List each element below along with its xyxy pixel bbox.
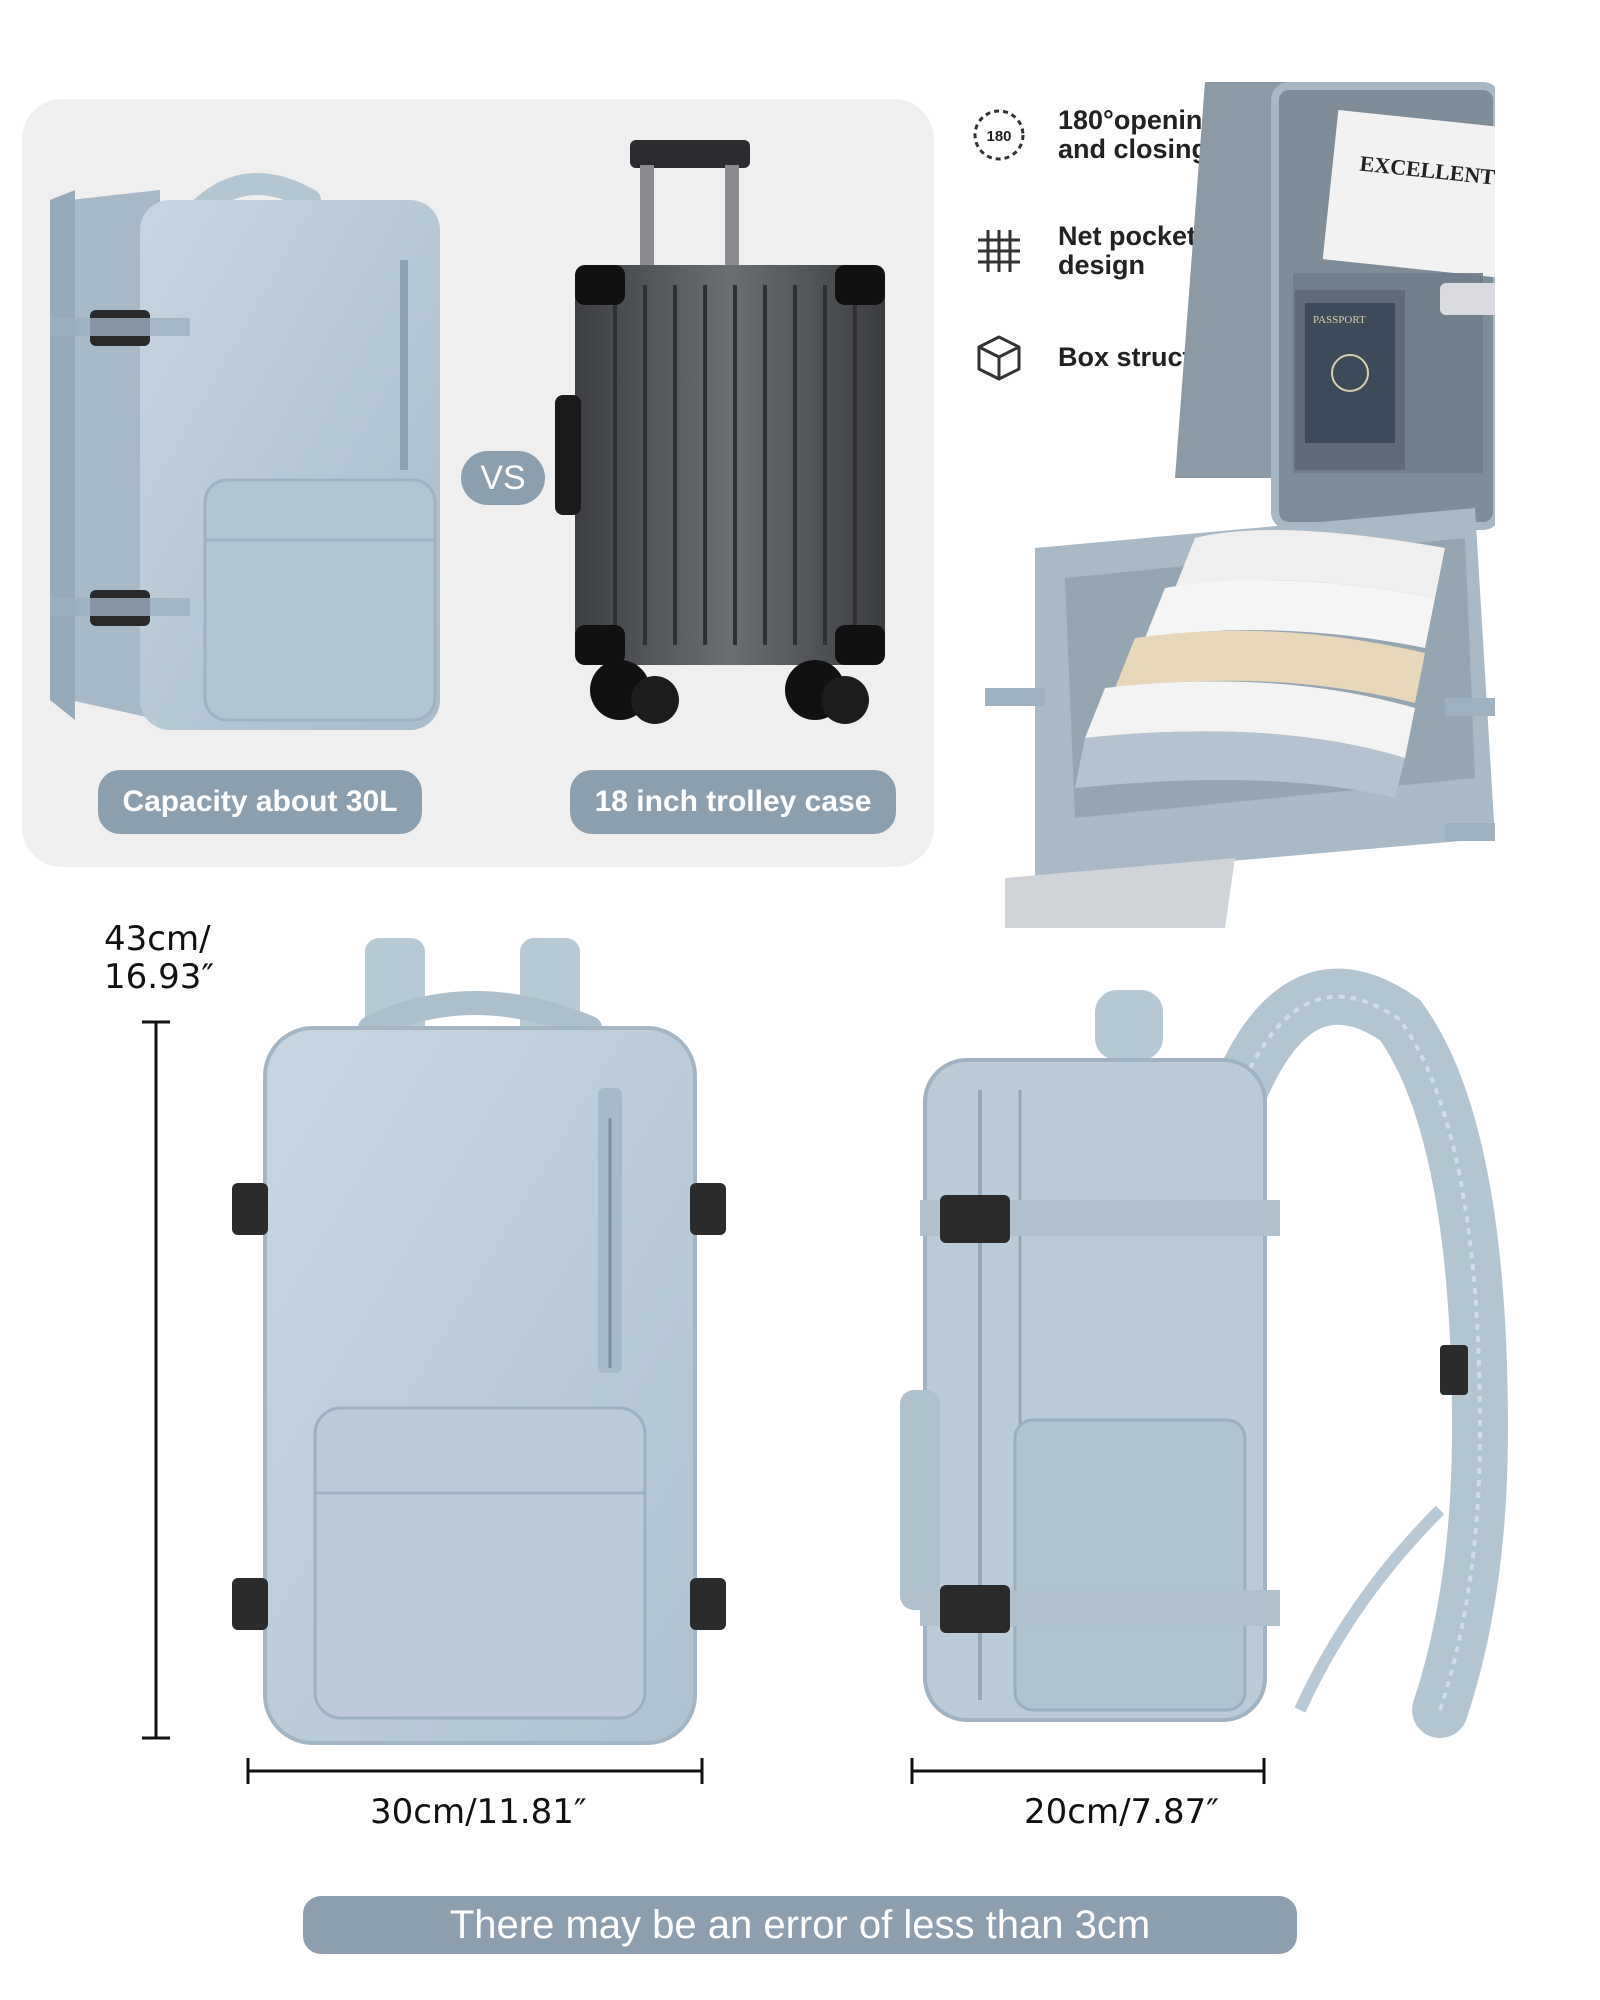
depth-dimension: 20cm/7.87″ bbox=[1024, 1792, 1219, 1832]
rotate-180-icon: 180 bbox=[970, 106, 1028, 164]
width-ruler bbox=[246, 1758, 704, 1784]
height-dimension: 43cm/ 16.93″ bbox=[104, 919, 215, 997]
box-cube-icon bbox=[970, 328, 1028, 386]
backpack-side-image bbox=[900, 968, 1509, 1738]
feature-text: Net pocket design bbox=[1058, 221, 1197, 280]
width-dimension: 30cm/11.81″ bbox=[370, 1792, 587, 1832]
vs-badge: VS bbox=[461, 451, 545, 505]
error-note: There may be an error of less than 3cm bbox=[303, 1896, 1297, 1954]
feature-text: 180°opening and closing bbox=[1058, 105, 1219, 164]
backpack-small-image bbox=[50, 173, 440, 730]
capacity-caption: Capacity about 30L bbox=[98, 770, 422, 834]
feature-net-pocket: Net pocket design bbox=[970, 222, 1258, 280]
height-ruler bbox=[142, 1020, 170, 1740]
open-backpack-image: EXCELLENT PASSPORT bbox=[985, 82, 1495, 928]
trolley-case-image bbox=[555, 140, 885, 724]
backpack-front-image bbox=[232, 938, 726, 1745]
feature-180-opening: 180 180°opening and closing bbox=[970, 106, 1258, 164]
passport-label: PASSPORT bbox=[1313, 314, 1366, 326]
net-grid-icon bbox=[970, 222, 1028, 280]
depth-ruler bbox=[910, 1758, 1266, 1784]
rotate-icon-text: 180 bbox=[986, 128, 1011, 145]
trolley-caption: 18 inch trolley case bbox=[570, 770, 896, 834]
